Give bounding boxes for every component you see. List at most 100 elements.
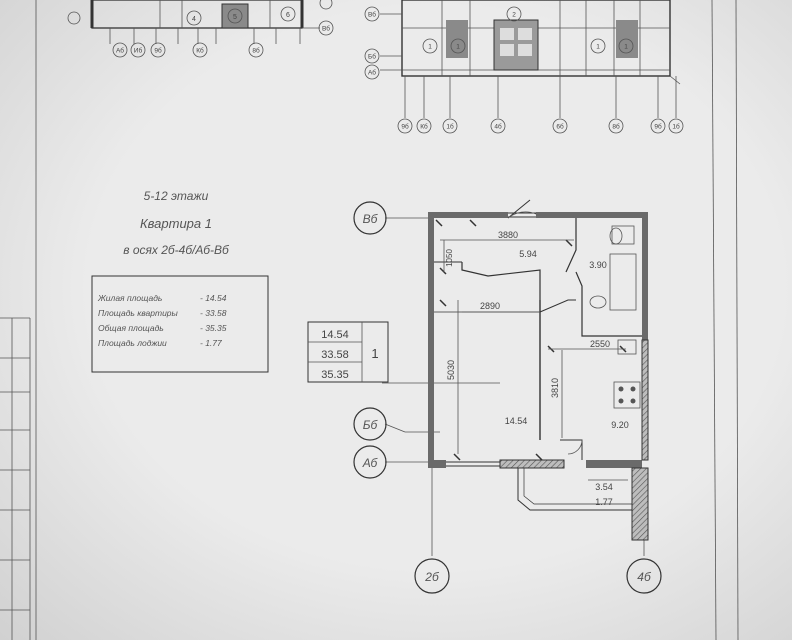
key-plan-bottom-axis-label: 9б bbox=[401, 123, 409, 131]
room-area-living: 14.54 bbox=[505, 416, 528, 426]
wall-left bbox=[428, 212, 434, 468]
key-plan-left-axis-label: Кб bbox=[196, 47, 204, 55]
stamp-living-area: 14.54 bbox=[321, 329, 349, 341]
legend-label: Жилая площадь bbox=[97, 293, 162, 303]
axes-heading: в осях 2б-4б/Аб-Вб bbox=[123, 243, 230, 257]
wall-top-right bbox=[536, 212, 648, 218]
key-plan-unit-label: 1 bbox=[456, 44, 460, 51]
axis-bubble-left bbox=[414, 558, 450, 594]
key-plan-unit-bubble bbox=[422, 38, 438, 54]
key-plan-right-axis-bubble bbox=[364, 48, 380, 64]
key-plan-unit-bubble bbox=[506, 6, 522, 22]
key-plan-bottom-axis-label: 6б bbox=[556, 123, 564, 131]
stamp-apartment-number: 1 bbox=[371, 346, 378, 361]
wall-right-lower bbox=[641, 339, 649, 461]
sheet-border-right-outer bbox=[735, 0, 739, 640]
key-plan-left-axis-label: 8б bbox=[252, 47, 260, 55]
key-plan-unit-label: 5 bbox=[233, 14, 237, 21]
key-plan-left-axis-label: 9б bbox=[154, 47, 162, 55]
stamp-total-area: 35.35 bbox=[321, 369, 349, 381]
key-plan-unit-bubble bbox=[450, 38, 466, 54]
dim-hall-width: 2890 bbox=[480, 301, 500, 311]
floors-heading: 5-12 этажи bbox=[144, 189, 209, 203]
loggia-outline bbox=[517, 468, 632, 511]
key-plan-bottom-axis-bubble bbox=[397, 118, 413, 134]
wall-top-left bbox=[428, 212, 508, 218]
bathtub bbox=[609, 253, 637, 311]
key-plan-bottom-axis-bubble bbox=[552, 118, 568, 134]
dim-vertical-left: 5030 bbox=[446, 360, 456, 380]
key-plan-left-axis-bubble bbox=[130, 42, 146, 58]
key-plan-left-axis-bubble bbox=[318, 20, 334, 36]
key-plan-unit-label: 1 bbox=[596, 44, 600, 51]
key-plan-left: 4 5 6 Аб Иб 9б Кб 8б Вб bbox=[67, 0, 334, 58]
room-area-hall: 5.94 bbox=[519, 249, 537, 259]
key-plan-unit-label: 1 bbox=[428, 44, 432, 51]
room-area-kitchen: 9.20 bbox=[611, 420, 629, 430]
key-plan-unit-label: 6 bbox=[286, 12, 290, 19]
key-plan-left-axis-label: Вб bbox=[322, 25, 330, 33]
key-plan-unit-label: 4 bbox=[192, 16, 196, 23]
key-plan-left-axis-bubble bbox=[150, 42, 166, 58]
title-block-left bbox=[0, 317, 31, 640]
key-plan-right-axis-label: Аб bbox=[368, 69, 376, 77]
key-plan-bottom-axis-label: 4б bbox=[494, 123, 502, 131]
bathroom-wall bbox=[565, 218, 642, 337]
washbasin bbox=[589, 295, 607, 309]
key-plan-bottom-axis-bubble bbox=[668, 118, 684, 134]
key-plan-right-axis-label: Вб bbox=[368, 11, 376, 19]
dim-vertical-right: 3810 bbox=[550, 378, 560, 398]
key-plan-unit-label: 2 bbox=[512, 12, 516, 19]
key-plan-bottom-axis-bubble bbox=[650, 118, 666, 134]
wall-bottom-window-sill bbox=[499, 459, 565, 469]
legend-value: - 35.35 bbox=[200, 323, 227, 333]
legend-value: - 14.54 bbox=[200, 293, 227, 303]
stove bbox=[613, 381, 641, 409]
apartment-floor-plan: 3880 2890 5030 3810 1050 2550 5.94 3.90 … bbox=[353, 199, 662, 594]
toilet bbox=[611, 225, 635, 245]
key-plan-left-axis-bubble bbox=[192, 42, 208, 58]
axis-bubble-mid bbox=[353, 407, 387, 441]
axis-label-top: Вб bbox=[363, 212, 379, 226]
key-plan-bottom-axis-bubble bbox=[416, 118, 432, 134]
key-plan-unit-label: 1 bbox=[624, 44, 628, 51]
key-plan-right-axis-bubble bbox=[364, 6, 380, 22]
key-plan-bottom-axis-bubble bbox=[608, 118, 624, 134]
room-area-bathroom: 3.90 bbox=[589, 260, 607, 270]
dim-kitchen-width: 2550 bbox=[590, 339, 610, 349]
key-plan-left-axis-bubble bbox=[248, 42, 264, 58]
apartment-heading: Квартира 1 bbox=[140, 216, 212, 231]
axis-bubble-bottom bbox=[353, 445, 387, 479]
key-plan-right-axis-bubble bbox=[364, 64, 380, 80]
key-plan-bottom-axis-label: 8б bbox=[612, 123, 620, 131]
axis-label-bottom: Аб bbox=[362, 456, 379, 470]
key-plan-bottom-axis-label: 1б bbox=[446, 123, 454, 131]
stamp-apartment-area: 33.58 bbox=[321, 349, 349, 361]
legend-value: - 1.77 bbox=[200, 338, 222, 348]
axis-label-right: 4б bbox=[637, 570, 652, 584]
key-plan-unit-bubble bbox=[618, 38, 634, 54]
axis-bubble-right bbox=[626, 558, 662, 594]
wall-bottom-left bbox=[428, 460, 446, 468]
key-plan-bottom-axis-label: 9б bbox=[654, 123, 662, 131]
key-plan-left-axis-label: Иб bbox=[134, 47, 143, 55]
dim-small-vertical: 1050 bbox=[445, 249, 454, 267]
wall-bottom-right bbox=[586, 460, 642, 468]
key-plan-bottom-axis-bubble bbox=[490, 118, 506, 134]
wall-right-upper bbox=[642, 212, 648, 340]
axis-bubble-top bbox=[353, 201, 387, 235]
key-plan-right-axis-label: Бб bbox=[368, 53, 376, 61]
apartment-title-block: 5-12 этажи Квартира 1 в осях 2б-4б/Аб-Вб bbox=[123, 189, 230, 257]
key-plan-left-axis-label: Аб bbox=[116, 47, 124, 55]
sheet-border-right bbox=[711, 0, 717, 640]
legend-label: Площадь лоджии bbox=[98, 338, 167, 348]
axis-label-left: 2б bbox=[424, 570, 440, 584]
legend-label: Общая площадь bbox=[98, 323, 164, 333]
legend-label: Площадь квартиры bbox=[98, 308, 179, 318]
key-plan-bottom-axis-label: Кб bbox=[420, 123, 428, 131]
loggia-area-reduced: 1.77 bbox=[595, 497, 613, 507]
dim-top: 3880 bbox=[498, 230, 518, 240]
